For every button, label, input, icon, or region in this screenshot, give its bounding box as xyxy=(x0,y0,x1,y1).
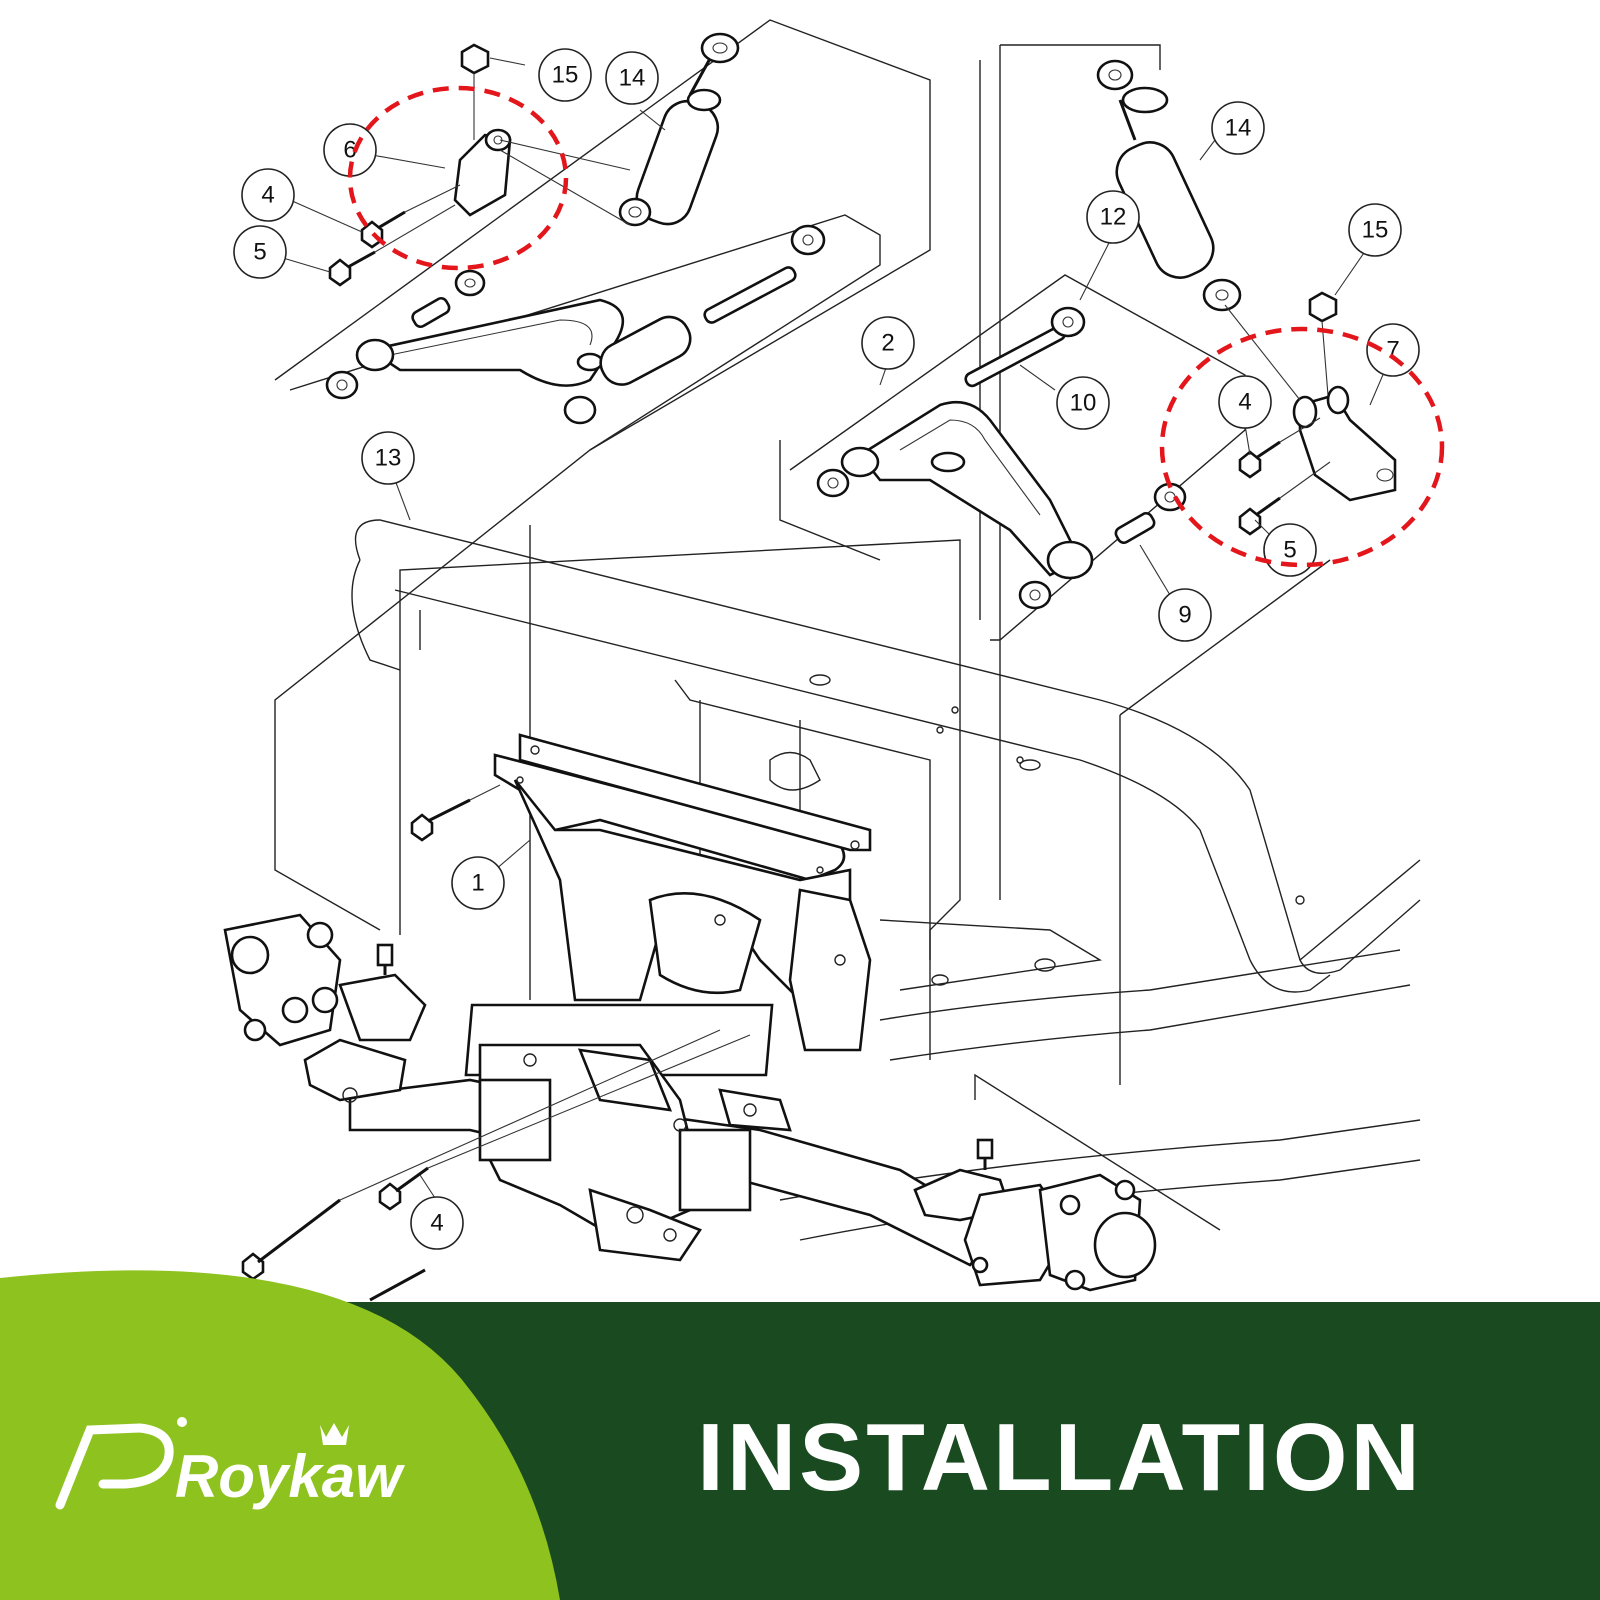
svg-text:4: 4 xyxy=(261,182,274,209)
brand-logo: Roykaw xyxy=(55,1417,405,1510)
svg-text:2: 2 xyxy=(881,330,894,357)
lower-bolt-4 xyxy=(378,1034,751,1211)
callout-4-upper-left: 4 xyxy=(241,168,295,222)
logo-wordmark: Roykaw xyxy=(175,1443,405,1510)
callout-7: 7 xyxy=(1366,323,1420,377)
callout-4-lower: 4 xyxy=(410,1196,464,1250)
svg-text:15: 15 xyxy=(1362,217,1389,244)
svg-text:4: 4 xyxy=(430,1210,443,1237)
callout-10: 10 xyxy=(1056,376,1110,430)
callout-5-upper-left: 5 xyxy=(233,225,287,279)
logo-sprout-icon xyxy=(177,1417,187,1427)
callout-4-upper-right: 4 xyxy=(1218,375,1272,429)
callout-12: 12 xyxy=(1086,190,1140,244)
svg-text:5: 5 xyxy=(253,239,266,266)
a-arm-right xyxy=(816,306,1187,610)
callout-15-upper-right: 15 xyxy=(1348,203,1402,257)
svg-text:13: 13 xyxy=(375,445,402,472)
svg-text:4: 4 xyxy=(1238,389,1251,416)
svg-text:6: 6 xyxy=(343,137,356,164)
svg-text:10: 10 xyxy=(1070,390,1097,417)
bolt-5-right xyxy=(1238,461,1331,536)
vehicle-frame xyxy=(351,519,1421,1241)
callout-1: 1 xyxy=(451,856,505,910)
logo-swoosh-panel xyxy=(0,1270,560,1600)
callout-15-upper-left: 15 xyxy=(538,48,592,102)
shock-absorber-left xyxy=(618,32,740,227)
highlight-circle-right-bracket xyxy=(1159,326,1445,568)
banner-title: INSTALLATION xyxy=(697,1404,1423,1511)
svg-text:9: 9 xyxy=(1178,602,1191,629)
callout-5-upper-right: 5 xyxy=(1263,523,1317,577)
left-spindle-hub xyxy=(223,913,427,1103)
shock-absorber-right xyxy=(1096,59,1242,312)
right-spindle-hub xyxy=(913,1138,1157,1292)
callout-9: 9 xyxy=(1158,588,1212,642)
leader-lines xyxy=(282,57,1386,1199)
svg-text:14: 14 xyxy=(619,65,646,92)
callout-2: 2 xyxy=(861,316,915,370)
a-arm-left xyxy=(325,224,826,425)
lower-long-bolt xyxy=(241,1029,721,1281)
callout-14-upper-left: 14 xyxy=(605,51,659,105)
lower-bolt-stub xyxy=(369,1268,426,1302)
callout-13: 13 xyxy=(361,431,415,485)
mounting-plate xyxy=(410,733,872,1077)
svg-text:12: 12 xyxy=(1100,204,1127,231)
svg-text:14: 14 xyxy=(1225,115,1252,142)
bolt-5-left xyxy=(328,204,456,287)
svg-text:15: 15 xyxy=(552,62,579,89)
shock-mount-bracket-left xyxy=(453,128,631,226)
lock-nut-left xyxy=(460,43,490,140)
svg-text:5: 5 xyxy=(1283,537,1296,564)
logo-crown-icon xyxy=(320,1423,349,1445)
logo-mark xyxy=(55,1423,174,1510)
highlight-circle-left-bracket xyxy=(347,85,569,271)
front-axle-beam xyxy=(348,1043,1002,1267)
shock-mount-bracket-right xyxy=(1224,304,1397,502)
svg-text:1: 1 xyxy=(471,870,484,897)
callout-14-upper-right: 14 xyxy=(1211,101,1265,155)
